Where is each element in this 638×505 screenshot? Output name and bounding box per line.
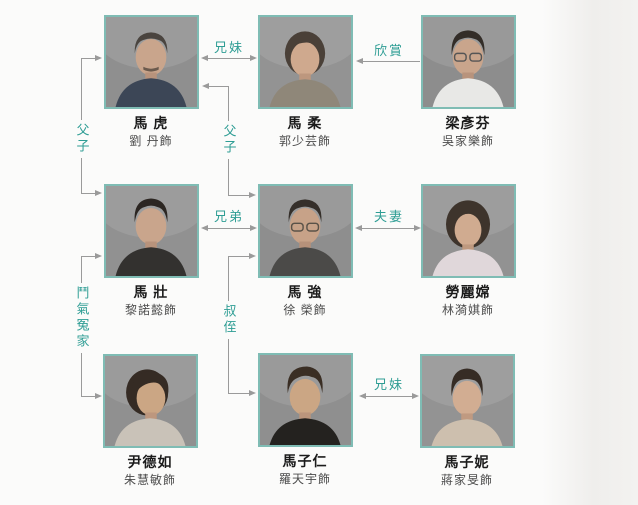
actor-name: 郭少芸飾: [278, 134, 331, 148]
portrait-photo: [103, 354, 198, 448]
connector-line: [203, 228, 255, 229]
relationship-label-couple: 夫妻: [373, 209, 404, 224]
actor-name: 蔣家旻飾: [440, 473, 493, 487]
portrait-photo: [258, 15, 353, 109]
connector-line: [81, 396, 97, 397]
connector-line: [228, 195, 250, 196]
person-card-leung-yin-fan: 梁彥芬 吳家樂飾: [421, 15, 516, 148]
portrait-photo: [258, 184, 353, 278]
person-card-lo-lai-seung: 勞麗嫦 林漪娸飾: [421, 184, 516, 317]
portrait-silhouette-female-updo: [422, 356, 513, 446]
actor-name: 林漪娸飾: [441, 303, 494, 317]
person-card-ma-tsz-nei: 馬子妮 蔣家旻飾: [420, 354, 515, 487]
portrait-silhouette-male-young: [260, 355, 351, 445]
arrowhead-right-icon: [412, 393, 419, 399]
portrait-photo: [421, 184, 516, 278]
actor-name: 吳家樂飾: [441, 134, 494, 148]
portrait-silhouette-male: [106, 186, 197, 276]
connector-line: [81, 193, 97, 194]
arrowhead-left-icon: [355, 225, 362, 231]
person-card-ma-tsz-yan: 馬子仁 羅天宇飾: [258, 353, 353, 486]
portrait-silhouette-female-short-hair: [105, 356, 196, 446]
portrait-photo: [104, 184, 199, 278]
portrait-silhouette-male-elder: [106, 17, 197, 107]
character-name: 馬子妮: [444, 454, 490, 470]
person-card-wan-tak-yu: 尹德如 朱慧敏飾: [103, 354, 198, 487]
relationship-label-bickering-rivals: 鬥氣冤家: [73, 283, 91, 353]
connector-line: [81, 58, 97, 59]
character-name: 馬 柔: [287, 115, 323, 131]
arrowhead-right-icon: [250, 55, 257, 61]
relationship-label-siblings-bottom: 兄妹: [373, 377, 404, 392]
connector-line: [203, 58, 255, 59]
connector-line: [228, 256, 250, 257]
relationship-label-brothers: 兄弟: [213, 209, 244, 224]
relationship-label-father-son-mid: 父子: [220, 121, 238, 159]
portrait-silhouette-male-glasses: [260, 186, 351, 276]
arrowhead-right-icon: [249, 253, 256, 259]
arrowhead-right-icon: [249, 390, 256, 396]
connector-line: [358, 61, 420, 62]
arrowhead-right-icon: [95, 55, 102, 61]
relationship-label-admire: 欣賞: [373, 43, 404, 58]
portrait-silhouette-female: [260, 17, 351, 107]
person-card-ma-fu: 馬 虎 劉 丹飾: [104, 15, 199, 148]
arrowhead-left-icon: [202, 83, 209, 89]
portrait-photo: [420, 354, 515, 448]
relationship-label-father-son-left: 父子: [73, 120, 91, 158]
arrowhead-right-icon: [249, 192, 256, 198]
arrowhead-right-icon: [414, 225, 421, 231]
arrowhead-right-icon: [95, 393, 102, 399]
relationship-label-siblings-top: 兄妹: [213, 40, 244, 55]
character-name: 馬 強: [287, 284, 323, 300]
person-card-ma-yau: 馬 柔 郭少芸飾: [258, 15, 353, 148]
character-name: 馬 壯: [133, 284, 169, 300]
actor-name: 朱慧敏飾: [123, 473, 176, 487]
arrowhead-left-icon: [201, 55, 208, 61]
portrait-photo: [421, 15, 516, 109]
person-card-ma-keung: 馬 強 徐 榮飾: [258, 184, 353, 317]
portrait-photo: [104, 15, 199, 109]
actor-name: 劉 丹飾: [129, 134, 173, 148]
connector-line: [228, 393, 250, 394]
arrowhead-left-icon: [201, 225, 208, 231]
arrowhead-left-icon: [356, 58, 363, 64]
person-card-ma-chong: 馬 壯 黎諾懿飾: [104, 184, 199, 317]
character-name: 勞麗嫦: [445, 284, 491, 300]
portrait-silhouette-female-bob: [423, 186, 514, 276]
character-name: 尹德如: [127, 454, 173, 470]
arrowhead-right-icon: [250, 225, 257, 231]
arrowhead-right-icon: [95, 253, 102, 259]
character-name: 馬子仁: [282, 453, 328, 469]
character-name: 梁彥芬: [445, 115, 491, 131]
connector-line: [361, 396, 417, 397]
character-name: 馬 虎: [133, 115, 169, 131]
portrait-photo: [258, 353, 353, 447]
arrowhead-left-icon: [359, 393, 366, 399]
actor-name: 羅天宇飾: [278, 472, 331, 486]
connector-line: [81, 256, 97, 257]
connector-line: [205, 86, 229, 87]
portrait-silhouette-male-glasses: [423, 17, 514, 107]
relationship-label-uncle-nephew: 叔侄: [220, 301, 238, 339]
arrowhead-right-icon: [95, 190, 102, 196]
actor-name: 黎諾懿飾: [124, 303, 177, 317]
actor-name: 徐 榮飾: [283, 303, 327, 317]
connector-line: [357, 228, 419, 229]
